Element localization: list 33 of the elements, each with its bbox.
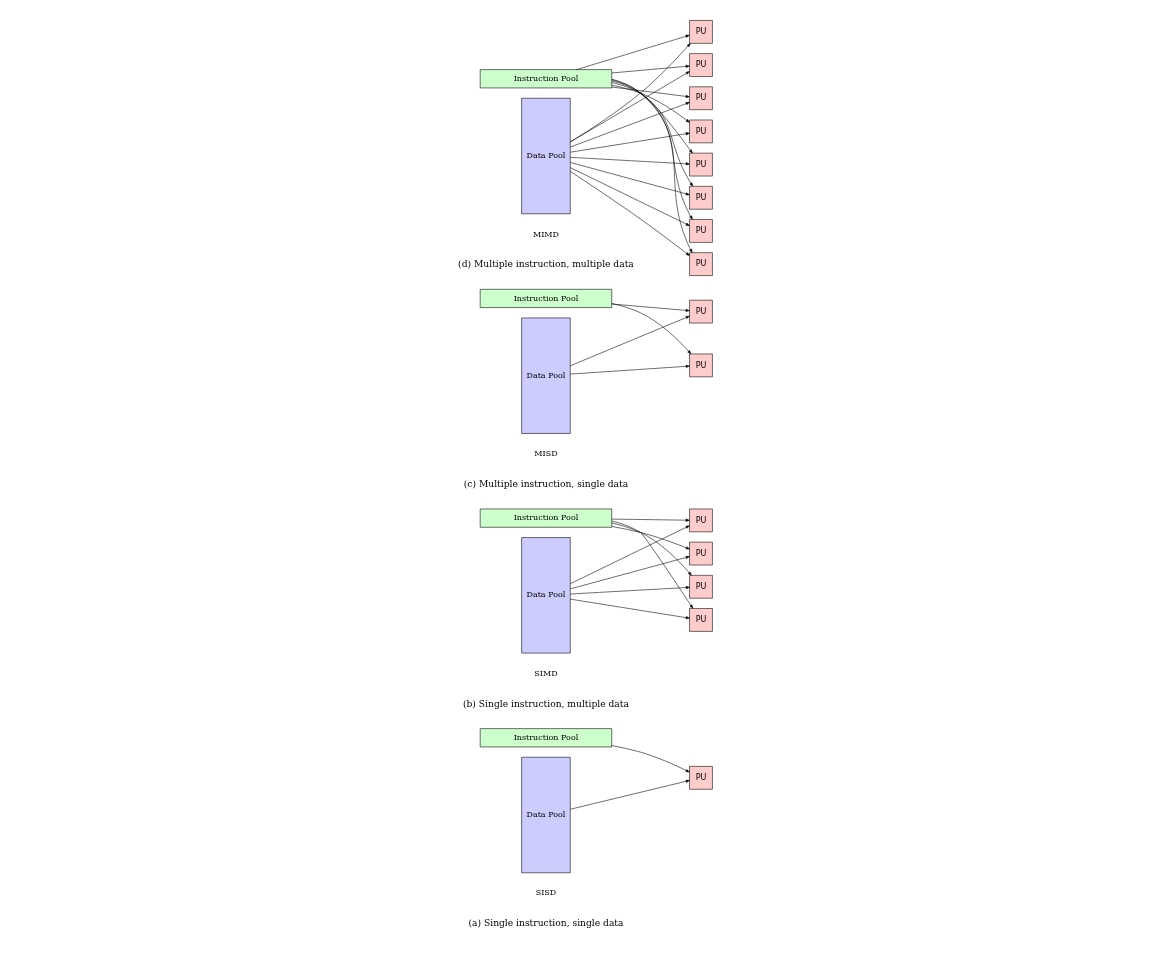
arrow <box>611 81 693 153</box>
arrow <box>611 302 692 354</box>
arrow <box>611 80 693 186</box>
arrow <box>611 522 692 576</box>
arrow <box>570 156 690 165</box>
arrow <box>611 78 693 253</box>
arrow <box>570 585 690 594</box>
arrow <box>611 64 690 73</box>
arrow <box>570 166 690 226</box>
arrow <box>570 364 690 374</box>
arrow <box>570 779 690 810</box>
arrow <box>576 34 690 70</box>
arrow <box>611 303 690 312</box>
arrow <box>611 518 690 522</box>
arrow <box>570 131 690 152</box>
arrow <box>570 101 690 147</box>
arrow <box>611 86 690 98</box>
label: (c) Multiple instruction, single data <box>463 478 629 489</box>
label: (d) Multiple instruction, multiple data <box>458 258 634 269</box>
arrow <box>611 525 690 549</box>
arrow <box>570 161 690 195</box>
arrow <box>570 524 690 584</box>
label: (a) Single instruction, single data <box>468 917 624 928</box>
arrow <box>570 42 691 142</box>
arrow <box>570 315 690 366</box>
arrow <box>570 598 690 619</box>
label: (b) Single instruction, multiple data <box>462 698 629 709</box>
arrow <box>611 744 690 772</box>
arrow <box>611 79 693 220</box>
arrow <box>570 170 690 256</box>
arrow <box>611 84 690 123</box>
arrow <box>611 520 694 609</box>
arrow <box>570 555 690 589</box>
